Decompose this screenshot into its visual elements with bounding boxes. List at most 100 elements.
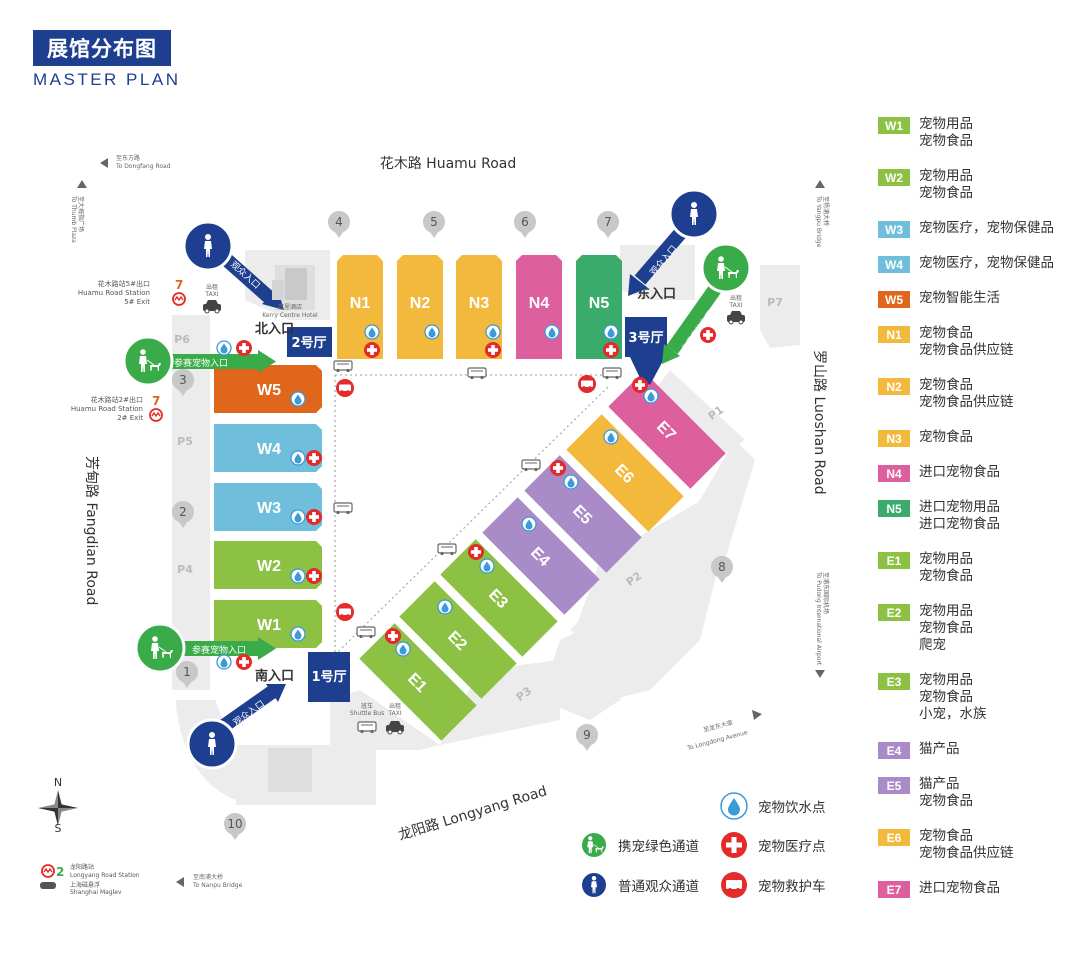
svg-text:至龙东大道: 至龙东大道 xyxy=(702,718,733,733)
pavilion-e4[interactable]: E4 xyxy=(482,497,600,615)
pavilion-label: N3 xyxy=(469,295,490,312)
legend-badge: E5 xyxy=(878,777,910,794)
svg-text:S: S xyxy=(55,822,62,835)
ambulance-icon xyxy=(336,603,354,621)
medical-cross-icon xyxy=(306,568,322,584)
pavilion-label: W1 xyxy=(257,617,281,634)
water-drop-icon xyxy=(290,391,306,407)
pavilion-e5[interactable]: E5 xyxy=(524,455,642,573)
bus-icon xyxy=(467,367,487,380)
water-drop-icon xyxy=(216,654,232,670)
compass: N S xyxy=(38,776,78,835)
ambulance-icon xyxy=(721,872,747,898)
water-drop-icon xyxy=(521,516,537,532)
legend-text: 猫产品 xyxy=(919,741,960,757)
legend-visitor-channel: 普通观众通道 xyxy=(580,871,699,899)
svg-text:5: 5 xyxy=(430,215,438,229)
pavilion-w1[interactable]: W1 xyxy=(214,600,322,648)
legend-badge: N2 xyxy=(878,378,910,395)
parking-p5: P5 xyxy=(177,435,193,448)
legend-medical-label: 宠物医疗点 xyxy=(758,839,826,855)
legend-badge: N5 xyxy=(878,500,910,517)
svg-text:4: 4 xyxy=(335,215,343,229)
road-luoshan: 罗山路 Luoshan Road xyxy=(811,350,827,495)
page-title: 展馆分布图 xyxy=(33,30,171,66)
svg-text:至东方路: 至东方路 xyxy=(116,154,140,162)
medical-cross-icon xyxy=(603,342,619,358)
metro-icon xyxy=(149,408,163,422)
pet-entrance-north[interactable]: 参赛宠物入口 xyxy=(122,335,276,387)
legend-item-w3: W3 宠物医疗，宠物保健品 xyxy=(878,220,1054,238)
svg-text:Huamu Road Station: Huamu Road Station xyxy=(78,289,150,297)
medical-cross-icon xyxy=(236,340,252,356)
medical-cross-icon xyxy=(306,450,322,466)
legend-text: 宠物智能生活 xyxy=(919,290,1000,306)
pavilion-w3[interactable]: W3 xyxy=(214,483,322,531)
water-drop-icon xyxy=(603,429,619,445)
taxi-icon xyxy=(726,310,746,325)
pavilion-n2[interactable]: N2 xyxy=(397,255,443,359)
dir-yangpu: 至杨浦大桥 To Yangpu Bridge xyxy=(815,180,830,248)
medical-cross-icon xyxy=(700,327,716,343)
pavilion-e6[interactable]: E6 xyxy=(566,414,684,532)
svg-text:To Thumb Plaza: To Thumb Plaza xyxy=(70,195,77,243)
legend-badge: E4 xyxy=(878,742,910,759)
svg-text:TAXI: TAXI xyxy=(204,291,218,298)
gate-5: 5 xyxy=(423,211,445,238)
svg-text:Shanghai Maglev: Shanghai Maglev xyxy=(70,889,122,896)
pavilion-w2[interactable]: W2 xyxy=(214,541,322,589)
pet-entrance-south[interactable]: 参赛宠物入口 xyxy=(134,622,276,674)
pavilion-label: W4 xyxy=(257,441,281,458)
medical-cross-icon xyxy=(306,509,322,525)
svg-text:班车: 班车 xyxy=(361,702,373,710)
pavilion-e2[interactable]: E2 xyxy=(399,581,517,699)
pavilion-w5[interactable]: W5 xyxy=(214,365,322,413)
water-drop-icon xyxy=(563,474,579,490)
svg-text:至浦东国际机场: 至浦东国际机场 xyxy=(822,572,830,614)
svg-text:7: 7 xyxy=(604,215,612,229)
bus-icon xyxy=(356,626,376,639)
svg-text:9: 9 xyxy=(583,728,591,742)
water-drop-icon xyxy=(437,599,453,615)
legend-text: 进口宠物食品 xyxy=(919,880,1000,896)
svg-text:N: N xyxy=(54,776,62,789)
gate-7: 7 xyxy=(597,211,619,238)
svg-text:To Yangpu Bridge: To Yangpu Bridge xyxy=(815,195,822,248)
south-entrance-label: 南入口 xyxy=(255,668,294,684)
bus-icon xyxy=(333,502,353,515)
pavilion-e7[interactable]: E7 xyxy=(608,371,726,489)
parking-p7: P7 xyxy=(767,296,783,309)
svg-text:2: 2 xyxy=(56,865,64,879)
pavilion-label: W2 xyxy=(257,558,281,575)
svg-text:参赛宠物入口: 参赛宠物入口 xyxy=(192,644,246,656)
svg-text:上海磁悬浮: 上海磁悬浮 xyxy=(70,881,100,889)
ground-areas xyxy=(172,245,800,805)
pavilion-w4[interactable]: W4 xyxy=(214,424,322,472)
huamu-station-5: 花木路站5#出口 Huamu Road Station 5# Exit 7 xyxy=(78,278,186,306)
hall-1-label: 1号厅 xyxy=(308,652,350,702)
taxi-icon xyxy=(202,299,222,314)
pavilion-e1[interactable]: E1 xyxy=(359,623,477,741)
svg-text:嘉里酒店: 嘉里酒店 xyxy=(278,303,302,311)
legend-text: 宠物医疗，宠物保健品 xyxy=(919,220,1054,236)
legend-badge: W2 xyxy=(878,169,910,186)
visitor-entrance-south[interactable]: 观众入口 xyxy=(186,684,286,770)
svg-text:2: 2 xyxy=(179,505,187,519)
svg-text:Shuttle Bus: Shuttle Bus xyxy=(350,710,384,717)
svg-text:出租: 出租 xyxy=(730,294,742,302)
legend-text: 宠物用品宠物食品 xyxy=(919,551,973,584)
parking-p6: P6 xyxy=(174,333,190,346)
svg-text:8: 8 xyxy=(718,560,726,574)
medical-cross-icon xyxy=(632,377,648,393)
pavilion-n4[interactable]: N4 xyxy=(516,255,562,359)
pavilion-e3[interactable]: E3 xyxy=(440,539,558,657)
legend-water: 宠物饮水点 xyxy=(720,792,826,820)
legend-badge: W3 xyxy=(878,221,910,238)
